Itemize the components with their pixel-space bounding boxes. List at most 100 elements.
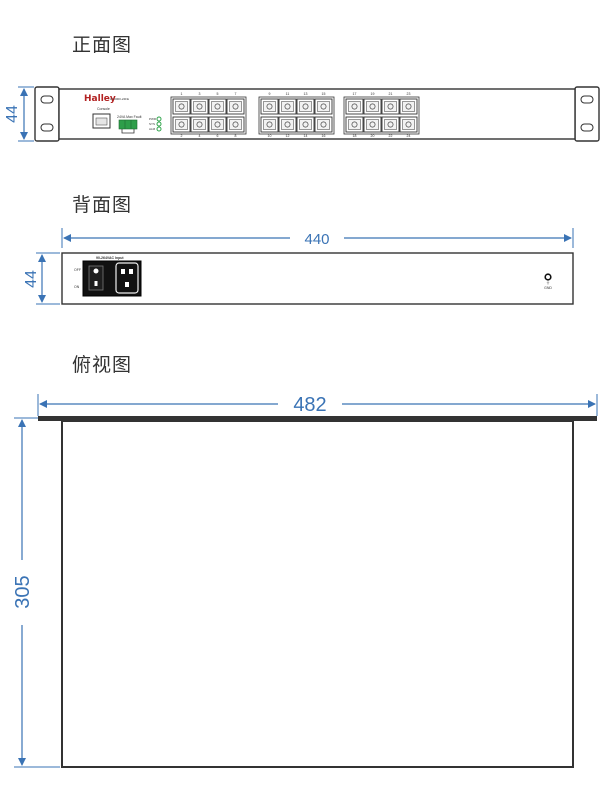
- front-left-ear: [34, 86, 60, 142]
- fiber-port-inner: [175, 119, 188, 130]
- port-number-bottom: 6: [217, 134, 219, 138]
- led-pwr: [156, 116, 162, 122]
- fiber-ferrule-icon: [196, 103, 203, 110]
- fiber-port-inner: [229, 119, 242, 130]
- fiber-ferrule-icon: [351, 103, 358, 110]
- model-text: HY3000-24FE: [110, 97, 129, 101]
- back-panel: [61, 252, 574, 305]
- back-width-dimension: 440: [61, 228, 574, 248]
- fiber-ferrule-icon: [351, 121, 358, 128]
- status-leds: PWR SYS ALM: [149, 116, 162, 132]
- port-number-top: 9: [269, 92, 271, 96]
- top-depth-dimension: 305: [12, 417, 60, 768]
- front-right-slot-top: [580, 95, 594, 104]
- fiber-ferrule-icon: [266, 103, 273, 110]
- socket-pin-right: [129, 269, 133, 274]
- led-alm: [156, 126, 162, 132]
- front-left-slot-bottom: [40, 123, 54, 132]
- port-number-bottom: 4: [199, 134, 201, 138]
- port-number-top: 7: [235, 92, 237, 96]
- front-height-dimension: 44: [4, 86, 34, 142]
- port-group-3: [343, 96, 420, 135]
- fiber-port-inner: [317, 101, 330, 112]
- port-number-top: 13: [304, 92, 308, 96]
- fiber-port-inner: [263, 119, 276, 130]
- front-right-ear: [574, 86, 600, 142]
- port-number-top: 11: [286, 92, 290, 96]
- front-right-slot-bottom: [580, 123, 594, 132]
- port-number-top: 17: [353, 92, 357, 96]
- fiber-ferrule-icon: [232, 103, 239, 110]
- fiber-port-inner: [402, 119, 415, 130]
- fiber-ferrule-icon: [214, 121, 221, 128]
- fiber-ferrule-icon: [284, 121, 291, 128]
- fiber-ferrule-icon: [302, 103, 309, 110]
- power-label: 24VA Max Fault: [117, 115, 141, 119]
- switch-off-mark: [93, 268, 99, 274]
- fiber-ferrule-icon: [369, 121, 376, 128]
- fiber-port-inner: [299, 101, 312, 112]
- console-label: Console: [97, 107, 110, 111]
- port-group-2: [258, 96, 335, 135]
- top-view-title: 俯视图: [72, 354, 133, 376]
- terminal-bracket: [121, 129, 135, 134]
- port-number-top: 1: [181, 92, 183, 96]
- fiber-ferrule-icon: [387, 103, 394, 110]
- fiber-ferrule-icon: [284, 103, 291, 110]
- port-number-top: 3: [199, 92, 201, 96]
- port-number-top: 19: [371, 92, 375, 96]
- fiber-ferrule-icon: [405, 103, 412, 110]
- port-number-bottom: 16: [322, 134, 326, 138]
- iec-power-socket: [115, 262, 139, 294]
- gnd-terminal-icon: [544, 273, 552, 281]
- switch-on-mark: [94, 281, 98, 286]
- fiber-port-inner: [366, 119, 379, 130]
- front-height-label: 44: [4, 105, 21, 123]
- power-switch[interactable]: [88, 265, 104, 291]
- port-number-bottom: 10: [268, 134, 272, 138]
- fiber-ferrule-icon: [196, 121, 203, 128]
- socket-pin-left: [121, 269, 125, 274]
- fiber-ferrule-icon: [320, 103, 327, 110]
- port-number-top: 5: [217, 92, 219, 96]
- fiber-port-inner: [211, 119, 224, 130]
- fiber-port-inner: [281, 119, 294, 130]
- chassis-outline: [61, 420, 574, 768]
- fiber-ferrule-icon: [405, 121, 412, 128]
- fiber-ferrule-icon: [320, 121, 327, 128]
- port-group-1: [170, 96, 247, 135]
- led-label-alm: ALM: [149, 127, 156, 131]
- led-label-sys: SYS: [149, 122, 155, 126]
- port-number-bottom: 18: [353, 134, 357, 138]
- led-sys: [156, 121, 162, 127]
- top-width-dimension: 482: [37, 394, 598, 416]
- mounting-flange: [38, 416, 597, 421]
- fiber-port-inner: [402, 101, 415, 112]
- fiber-port-inner: [175, 101, 188, 112]
- top-width-label: 482: [293, 394, 326, 416]
- port-number-bottom: 22: [389, 134, 393, 138]
- console-port-inner: [95, 117, 108, 126]
- fiber-port-inner: [193, 119, 206, 130]
- back-view-title: 背面图: [72, 194, 133, 216]
- fiber-port-inner: [384, 119, 397, 130]
- fiber-port-inner: [299, 119, 312, 130]
- power-input-label: 90-264VAC Input: [96, 256, 124, 260]
- fiber-ferrule-icon: [178, 103, 185, 110]
- off-label: OFF: [74, 268, 81, 272]
- fiber-ferrule-icon: [178, 121, 185, 128]
- fiber-port-inner: [366, 101, 379, 112]
- back-view: 440 44 90-264VAC Input OFF ON ⏚ GND: [23, 228, 574, 305]
- front-view: 44 Halley HY3000-24FE Console 24VA Max F…: [4, 86, 600, 142]
- fiber-port-inner: [211, 101, 224, 112]
- brand-logo: Halley: [84, 94, 116, 104]
- back-height-dimension: 44: [23, 252, 60, 305]
- fiber-ferrule-icon: [387, 121, 394, 128]
- gnd-label: GND: [544, 286, 552, 290]
- port-number-top: 21: [389, 92, 393, 96]
- fiber-ferrule-icon: [266, 121, 273, 128]
- fiber-ferrule-icon: [302, 121, 309, 128]
- port-number-top: 23: [407, 92, 411, 96]
- gnd-symbol: ⏚: [546, 279, 550, 285]
